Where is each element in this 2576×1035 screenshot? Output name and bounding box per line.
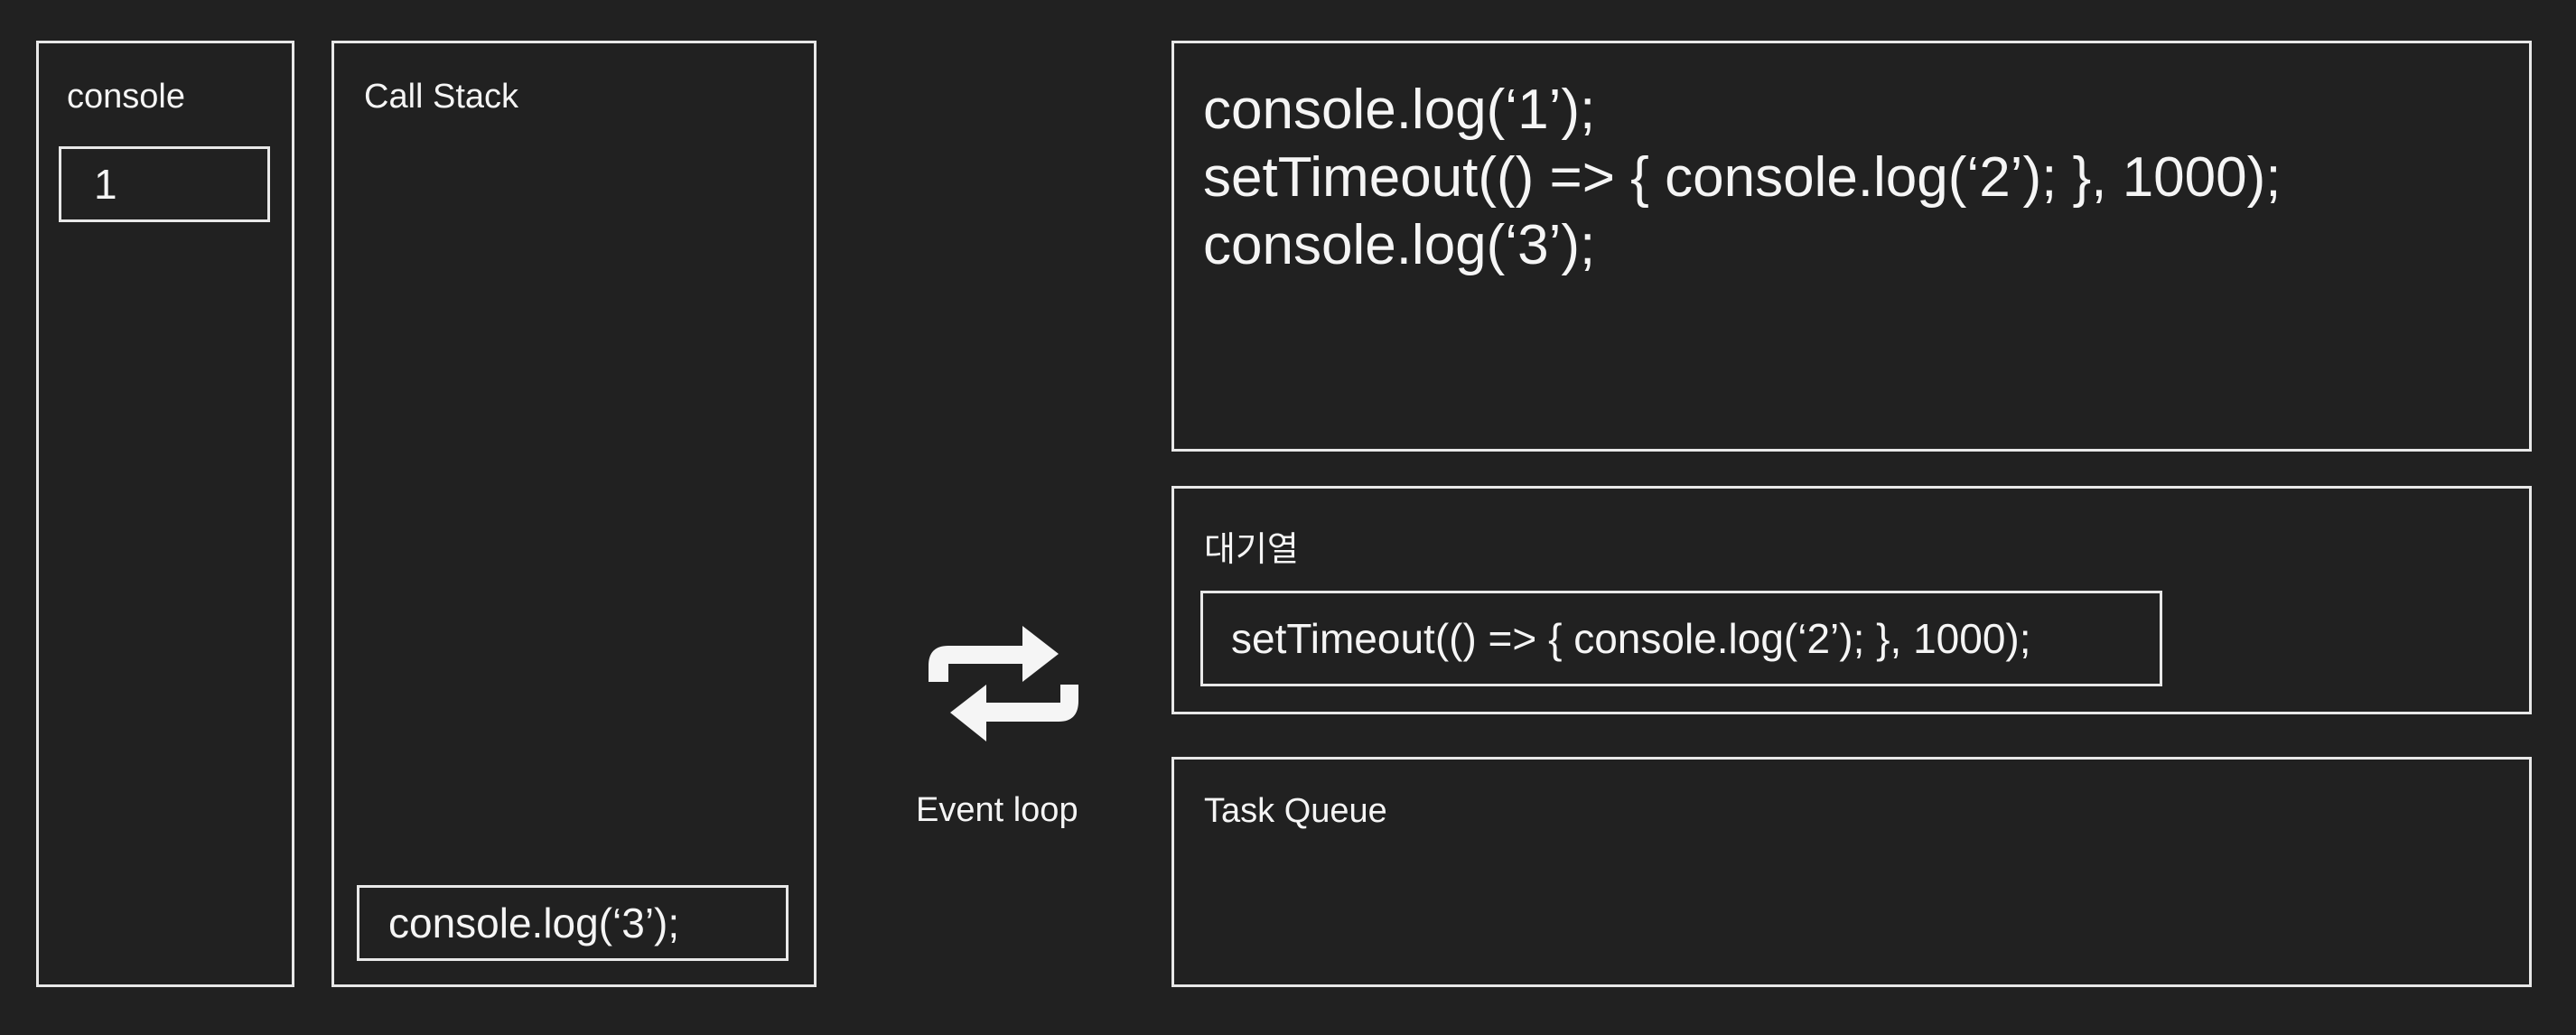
source-code: console.log(‘1’); setTimeout(() => { con… — [1203, 76, 2282, 279]
console-panel: console 1 — [36, 41, 294, 987]
waiting-title: 대기열 — [1204, 531, 1299, 569]
call-stack-frame: console.log(‘3’); — [357, 885, 789, 961]
waiting-item: setTimeout(() => { console.log(‘2’); }, … — [1200, 591, 2162, 686]
repeat-arrows-icon — [927, 626, 1080, 741]
code-line: setTimeout(() => { console.log(‘2’); }, … — [1203, 146, 2282, 209]
waiting-panel: 대기열 setTimeout(() => { console.log(‘2’);… — [1171, 486, 2532, 714]
task-queue-title: Task Queue — [1204, 792, 1387, 830]
code-line: console.log(‘1’); — [1203, 79, 1596, 141]
call-stack-panel: Call Stack console.log(‘3’); — [331, 41, 817, 987]
console-title: console — [67, 78, 185, 116]
call-stack-frame-text: console.log(‘3’); — [388, 900, 680, 946]
event-loop-label: Event loop — [916, 791, 1078, 829]
call-stack-title: Call Stack — [364, 78, 519, 116]
console-output-item: 1 — [59, 146, 270, 222]
console-output-text: 1 — [94, 161, 117, 208]
code-line: console.log(‘3’); — [1203, 214, 1596, 276]
source-code-panel: console.log(‘1’); setTimeout(() => { con… — [1171, 41, 2532, 452]
waiting-item-text: setTimeout(() => { console.log(‘2’); }, … — [1231, 615, 2031, 662]
task-queue-panel: Task Queue — [1171, 757, 2532, 987]
